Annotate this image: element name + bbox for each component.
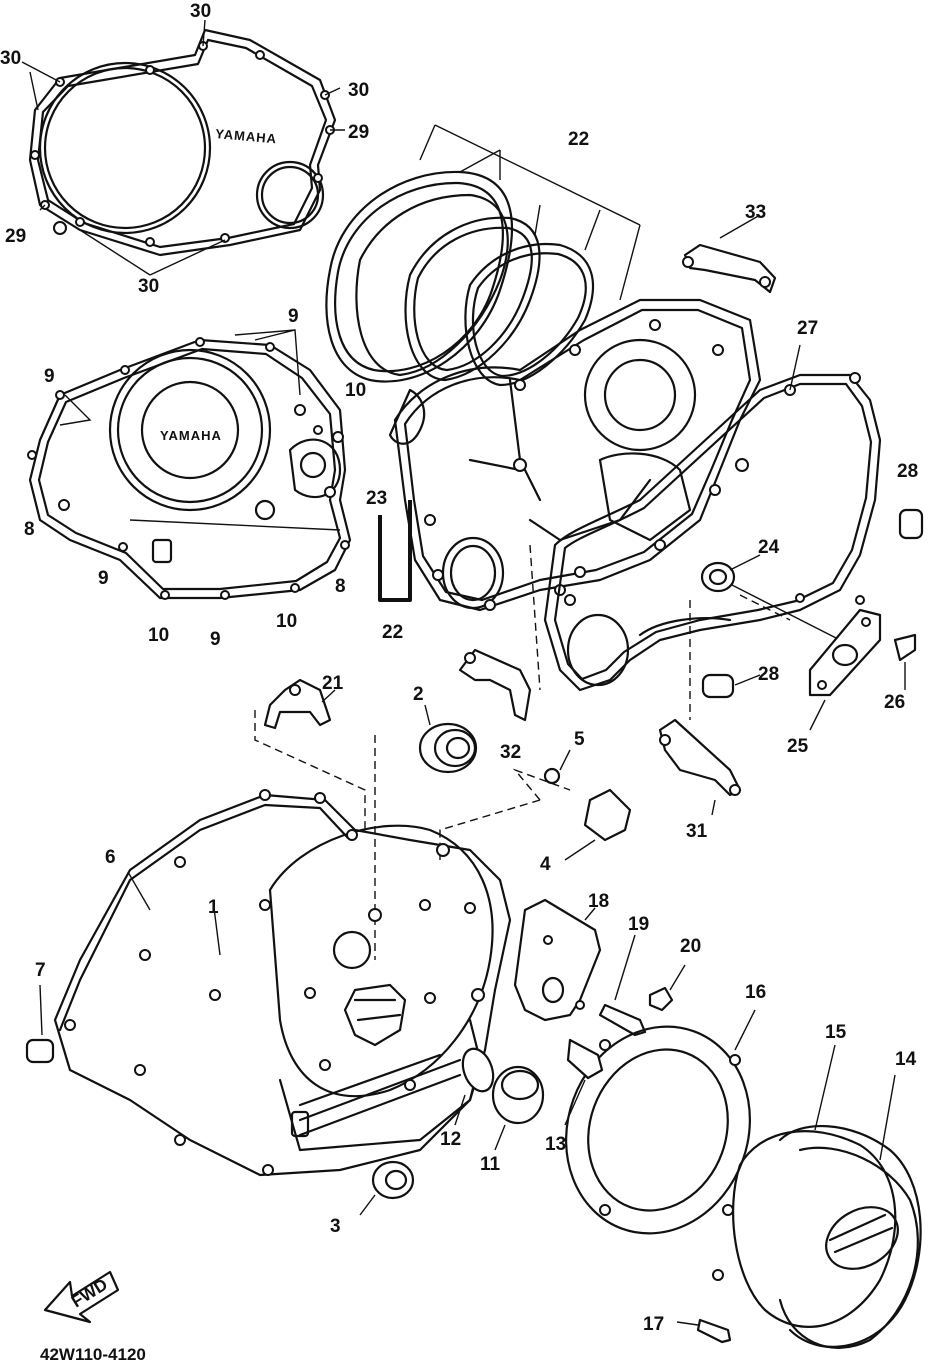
callout-10-bottom-left: 10 <box>148 625 169 646</box>
callout-17: 17 <box>643 1314 664 1335</box>
callout-30-bottom: 30 <box>138 276 159 297</box>
gasket-27-holes <box>564 372 865 606</box>
crankcase-cover-left: YAMAHA <box>27 329 352 600</box>
callout-9-top: 9 <box>288 306 299 327</box>
cap-11 <box>491 1065 545 1125</box>
callout-16: 16 <box>745 982 766 1003</box>
front-direction-arrow: FWD <box>43 1270 120 1324</box>
crankcase-cover-main <box>25 789 512 1177</box>
callout-12: 12 <box>440 1129 461 1150</box>
callout-4: 4 <box>540 854 551 875</box>
callout-21: 21 <box>322 673 344 694</box>
callout-30-right: 30 <box>348 80 369 101</box>
callout-15: 15 <box>825 1022 847 1043</box>
clutch-cover-gasket-top: YAMAHA <box>21 19 345 276</box>
callout-22-bottom: 22 <box>382 622 403 643</box>
callout-11: 11 <box>480 1154 501 1175</box>
dowel-7 <box>25 1038 55 1064</box>
plate-25 <box>808 608 882 697</box>
bearing-3 <box>371 1160 415 1200</box>
callout-28-mid: 28 <box>758 664 779 685</box>
callout-20: 20 <box>680 936 701 957</box>
callout-1: 1 <box>208 897 219 918</box>
small-parts-right <box>700 508 924 731</box>
plate-18 <box>513 898 602 1022</box>
callout-32: 32 <box>500 742 521 763</box>
callout-13: 13 <box>545 1134 566 1155</box>
gasket-rings-22 <box>325 124 641 387</box>
callout-29-right: 29 <box>348 122 369 143</box>
callout-9-bottom: 9 <box>210 629 221 650</box>
dowel-28-mid <box>701 673 735 699</box>
brand-mark-left-cover: YAMAHA <box>160 428 222 443</box>
screw-20 <box>648 986 674 1012</box>
callout-2: 2 <box>413 684 424 705</box>
oil-seal-24 <box>700 561 736 593</box>
callout-28-top: 28 <box>897 461 918 482</box>
gasket-16 <box>565 1025 751 1235</box>
brand-mark-top: YAMAHA <box>215 126 278 146</box>
bracket-21 <box>263 678 332 730</box>
callout-30-left: 30 <box>0 48 21 69</box>
bolt-5 <box>543 767 561 785</box>
brackets-middle <box>263 648 742 861</box>
part-code: 42W110-4120 <box>40 1345 146 1364</box>
callout-27: 27 <box>797 318 818 339</box>
callout-10-bottom-right: 10 <box>276 611 297 632</box>
screw-19 <box>598 1003 647 1037</box>
cover-bolt-holes <box>27 337 350 600</box>
generator-cover-15 <box>732 1130 897 1328</box>
callout-29-left: 29 <box>5 226 26 247</box>
dowel-28-top <box>898 508 924 540</box>
bracket-32 <box>458 648 532 722</box>
callout-23: 23 <box>366 488 387 509</box>
callout-labels: 30 30 30 29 29 30 22 33 27 9 9 10 8 9 8 … <box>0 1 918 1335</box>
callout-10-right: 10 <box>345 380 366 401</box>
callout-31: 31 <box>686 821 708 842</box>
callout-5: 5 <box>574 729 585 750</box>
small-parts-bottom <box>359 898 922 1349</box>
callout-18: 18 <box>588 891 609 912</box>
callout-14: 14 <box>895 1049 917 1070</box>
bracket-31 <box>658 718 742 797</box>
callout-8-right: 8 <box>335 576 346 597</box>
gasket-27 <box>543 344 882 692</box>
callout-33: 33 <box>745 202 766 223</box>
callout-3: 3 <box>330 1216 341 1237</box>
bracket-4 <box>583 788 632 842</box>
main-cover-holes <box>64 789 485 1176</box>
callout-7: 7 <box>35 960 46 981</box>
screw-17 <box>696 1318 732 1344</box>
callout-6: 6 <box>105 847 116 868</box>
body-bolt-holes <box>424 319 749 611</box>
o-ring-12 <box>461 1047 495 1093</box>
callout-25: 25 <box>787 736 809 757</box>
callout-8-left: 8 <box>24 519 35 540</box>
crankcase-body-center <box>388 214 777 612</box>
bolt-26 <box>893 633 917 662</box>
callout-30-top: 30 <box>190 1 211 22</box>
callout-22-top: 22 <box>568 129 589 150</box>
callout-24: 24 <box>758 537 780 558</box>
bracket-13 <box>566 1038 604 1080</box>
callout-19: 19 <box>628 914 649 935</box>
callout-26: 26 <box>884 692 905 713</box>
callout-9-mid: 9 <box>98 568 109 589</box>
callout-9-left: 9 <box>44 366 55 387</box>
